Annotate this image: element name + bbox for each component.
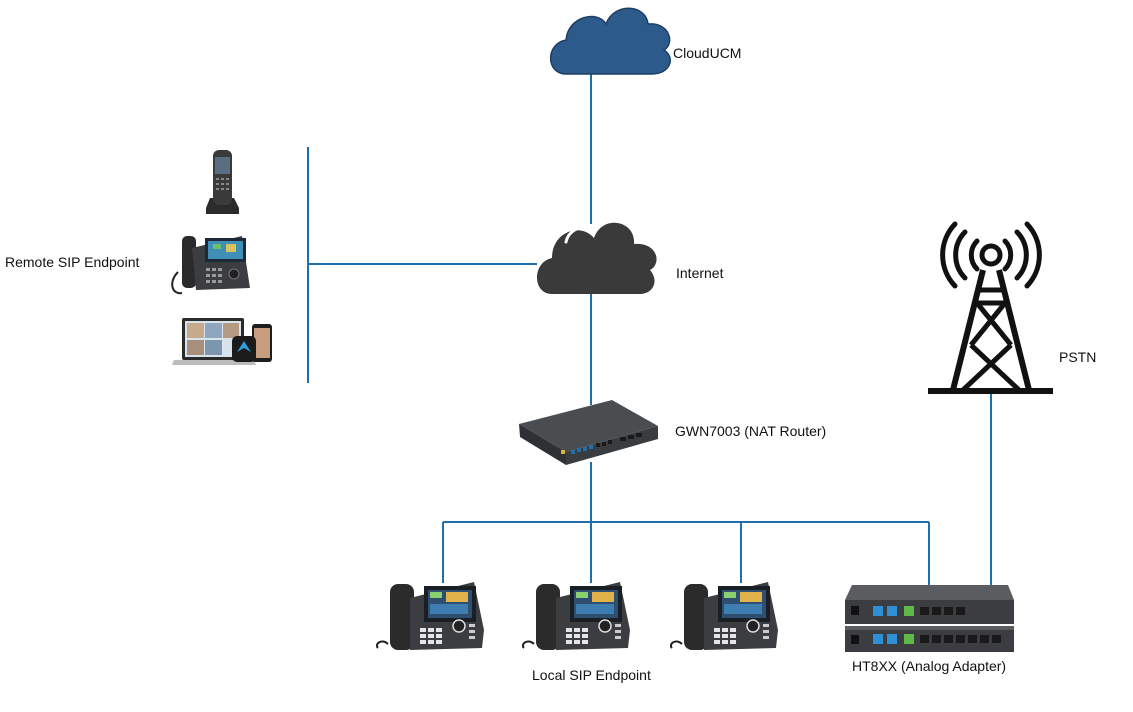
router-label: GWN7003 (NAT Router) — [675, 423, 826, 439]
local-sip-endpoint-label: Local SIP Endpoint — [532, 667, 651, 683]
links — [307, 72, 992, 585]
internet-cloud-icon — [537, 222, 657, 294]
cloud-ucm-icon — [550, 7, 671, 75]
cell-tower-icon — [928, 221, 1053, 394]
network-switch-icon — [519, 400, 658, 465]
pstn-label: PSTN — [1059, 349, 1096, 365]
analog-adapter-icon — [845, 585, 1014, 652]
analog-adapter-label: HT8XX (Analog Adapter) — [852, 658, 1006, 674]
laptop-softphone-icon — [172, 318, 272, 365]
ip-phone-icon — [171, 236, 250, 295]
cloud-ucm-label: CloudUCM — [673, 45, 741, 61]
desk-phone-icon — [522, 582, 630, 650]
dect-phone-icon — [206, 150, 239, 214]
remote-sip-endpoint-label: Remote SIP Endpoint — [5, 254, 139, 270]
internet-label: Internet — [676, 265, 724, 281]
desk-phone-icon — [376, 582, 484, 650]
desk-phone-icon — [670, 582, 778, 650]
